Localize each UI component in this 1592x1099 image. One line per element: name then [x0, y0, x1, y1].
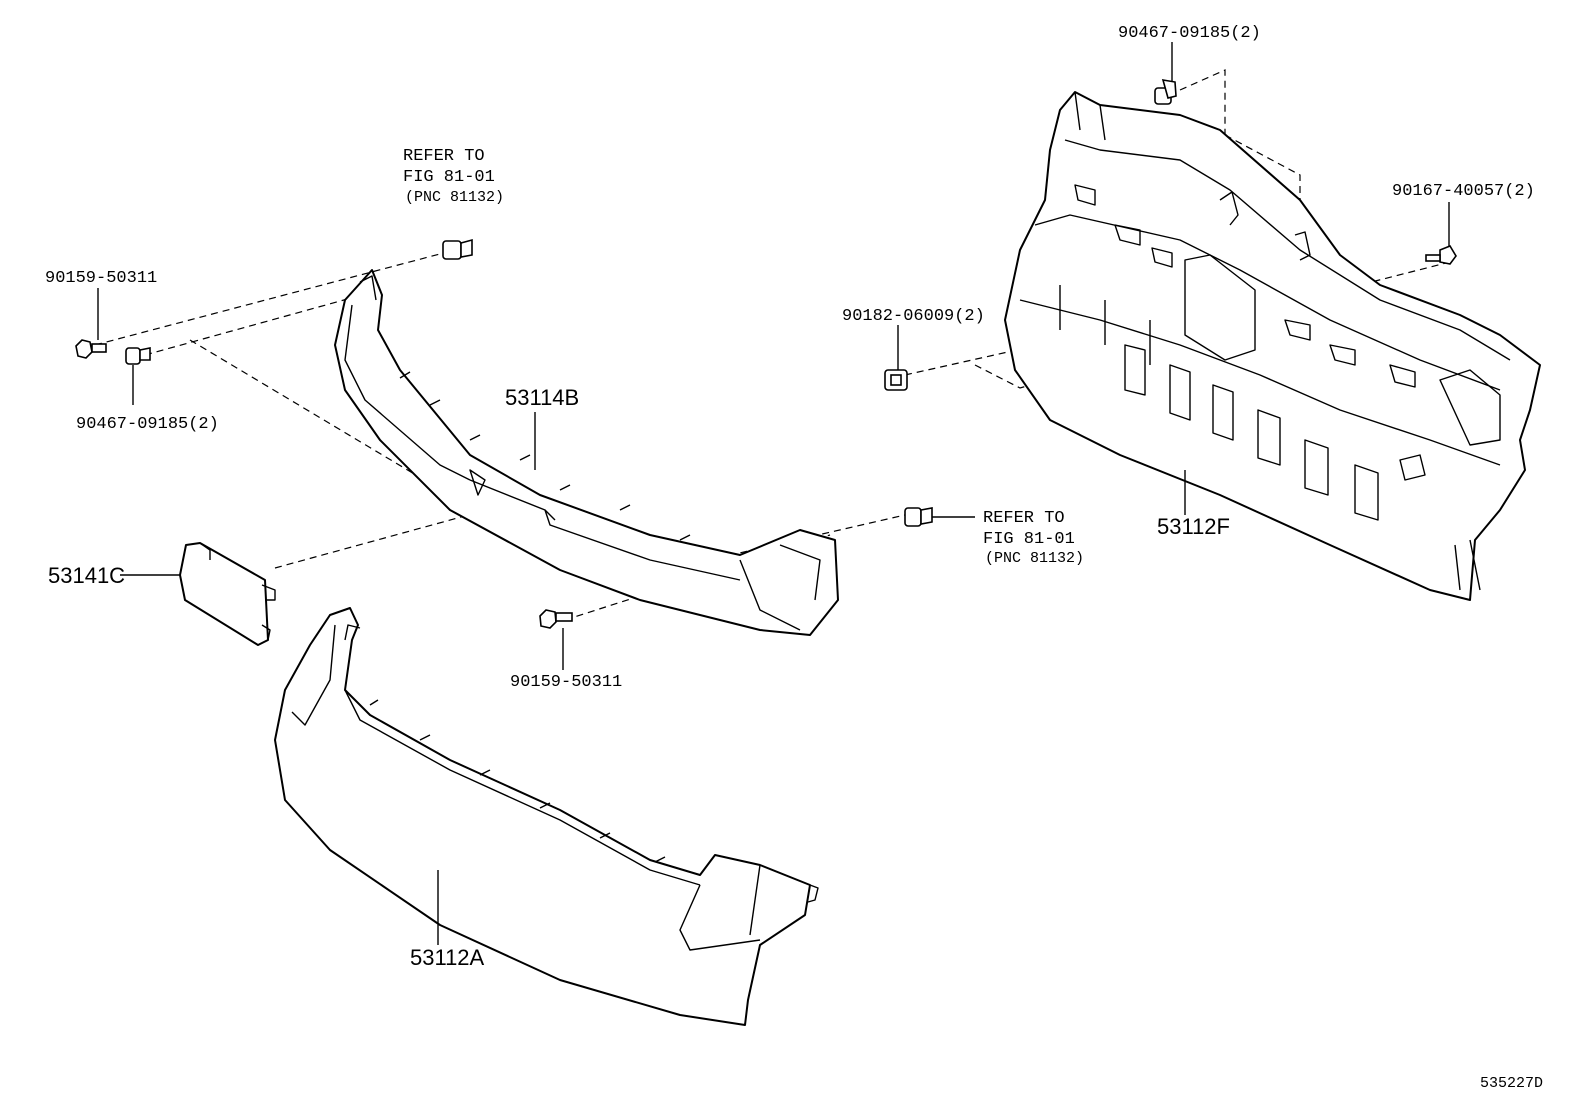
clip-refer-top	[442, 238, 473, 260]
refer-top-line3: (PNC 81132)	[405, 189, 504, 206]
diagram-id: 535227D	[1480, 1075, 1543, 1092]
label-bolt-left: 90159-50311	[45, 269, 157, 288]
label-bolt-bottom: 90159-50311	[510, 673, 622, 692]
refer-top-line2: FIG 81-01	[403, 168, 495, 187]
clip-90467-09185-left	[125, 347, 151, 365]
label-screw-right: 90167-40057(2)	[1392, 182, 1535, 201]
refer-mid-line1: REFER TO	[983, 509, 1065, 528]
part-53112A	[274, 607, 819, 1026]
label-53114B: 53114B	[505, 385, 579, 410]
labels: REFER TO FIG 81-01 (PNC 81132) 90159-503…	[45, 24, 1543, 1092]
part-53114B	[334, 269, 839, 636]
label-53141C: 53141C	[48, 563, 125, 588]
refer-mid-line2: FIG 81-01	[983, 530, 1075, 549]
clip-90467-09185-top-right	[1154, 79, 1177, 105]
label-53112A: 53112A	[410, 945, 485, 970]
clip-refer-mid	[904, 507, 933, 527]
bolt-90159-50311-bottom	[539, 609, 573, 629]
nut-90182-06009	[884, 369, 908, 391]
label-53112F: 53112F	[1157, 514, 1230, 539]
label-nut-right: 90182-06009(2)	[842, 307, 985, 326]
part-53112F	[1004, 91, 1541, 601]
bolt-90159-50311-left	[75, 339, 107, 359]
part-53141C	[179, 542, 276, 646]
refer-top-line1: REFER TO	[403, 147, 485, 166]
screw-90167-40057	[1425, 245, 1457, 265]
label-clip-left: 90467-09185(2)	[76, 415, 219, 434]
refer-mid-line3: (PNC 81132)	[985, 550, 1084, 567]
label-clip-top-right: 90467-09185(2)	[1118, 24, 1261, 43]
leader-lines	[97, 42, 1450, 945]
